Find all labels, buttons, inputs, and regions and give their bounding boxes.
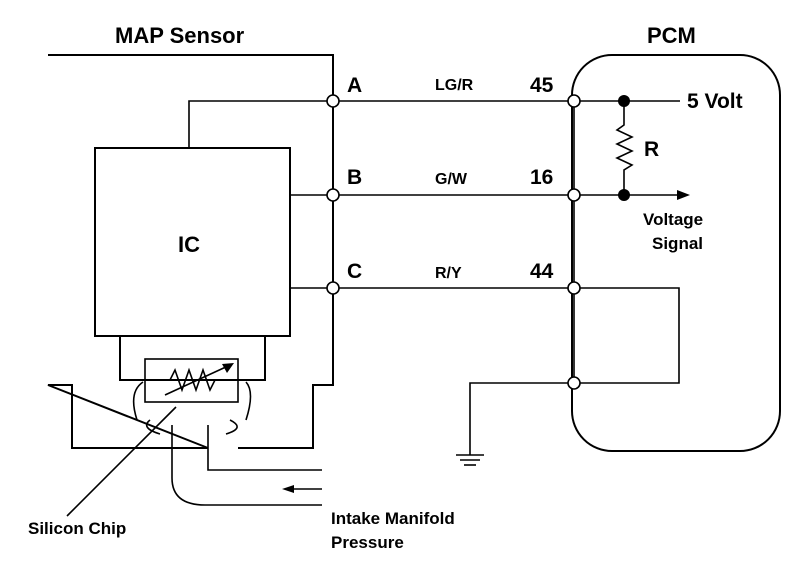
terminal-node-c <box>326 281 340 295</box>
pcm-internal-ground-loop <box>574 287 680 384</box>
pcm-pin-16: 16 <box>530 166 553 189</box>
resistor-r-icon <box>615 101 634 195</box>
ic-label: IC <box>178 232 200 257</box>
wire-color-b: G/W <box>435 171 468 188</box>
five-volt-label: 5 Volt <box>687 90 743 113</box>
terminal-letter-b: B <box>347 166 362 189</box>
terminal-letter-a: A <box>347 74 362 97</box>
pcm-title: PCM <box>647 23 696 48</box>
wire-color-c: R/Y <box>435 265 462 282</box>
pcm-housing <box>571 54 781 452</box>
terminal-letter-c: C <box>347 260 362 283</box>
intake-tube <box>171 425 322 506</box>
junction-dot-5v <box>618 95 630 107</box>
silicon-chip-label: Silicon Chip <box>28 519 126 538</box>
voltage-signal-arrow-icon <box>574 190 690 200</box>
terminal-node-a <box>326 94 340 108</box>
ground-wire <box>469 382 574 455</box>
voltage-signal-label-line1: Voltage <box>643 210 703 229</box>
silicon-chip-box <box>144 358 239 403</box>
pcm-pin-node-16 <box>567 188 581 202</box>
intake-port-bracket <box>132 381 252 435</box>
junction-dot-signal <box>618 189 630 201</box>
pcm-pin-node-45 <box>567 94 581 108</box>
resistor-label: R <box>644 138 659 161</box>
map-sensor-title: MAP Sensor <box>115 23 245 48</box>
voltage-signal-label-line2: Signal <box>652 234 703 253</box>
intake-manifold-label-line1: Intake Manifold <box>331 509 455 528</box>
ground-symbol-icon <box>456 454 484 466</box>
ic-lead-a <box>188 100 333 148</box>
pcm-pin-node-44 <box>567 281 581 295</box>
pcm-pin-44: 44 <box>530 260 554 283</box>
wire-color-a: LG/R <box>435 77 474 94</box>
map-sensor-housing <box>47 54 334 449</box>
silicon-chip-variable-resistor-icon <box>160 363 234 396</box>
intake-pressure-arrow-icon <box>282 485 322 493</box>
terminal-node-b <box>326 188 340 202</box>
silicon-chip-leader-line <box>66 406 177 517</box>
intake-manifold-label-line2: Pressure <box>331 533 404 552</box>
sensor-chamber <box>119 335 266 381</box>
pcm-pin-45: 45 <box>530 74 554 97</box>
pcm-ground-node <box>567 376 581 390</box>
